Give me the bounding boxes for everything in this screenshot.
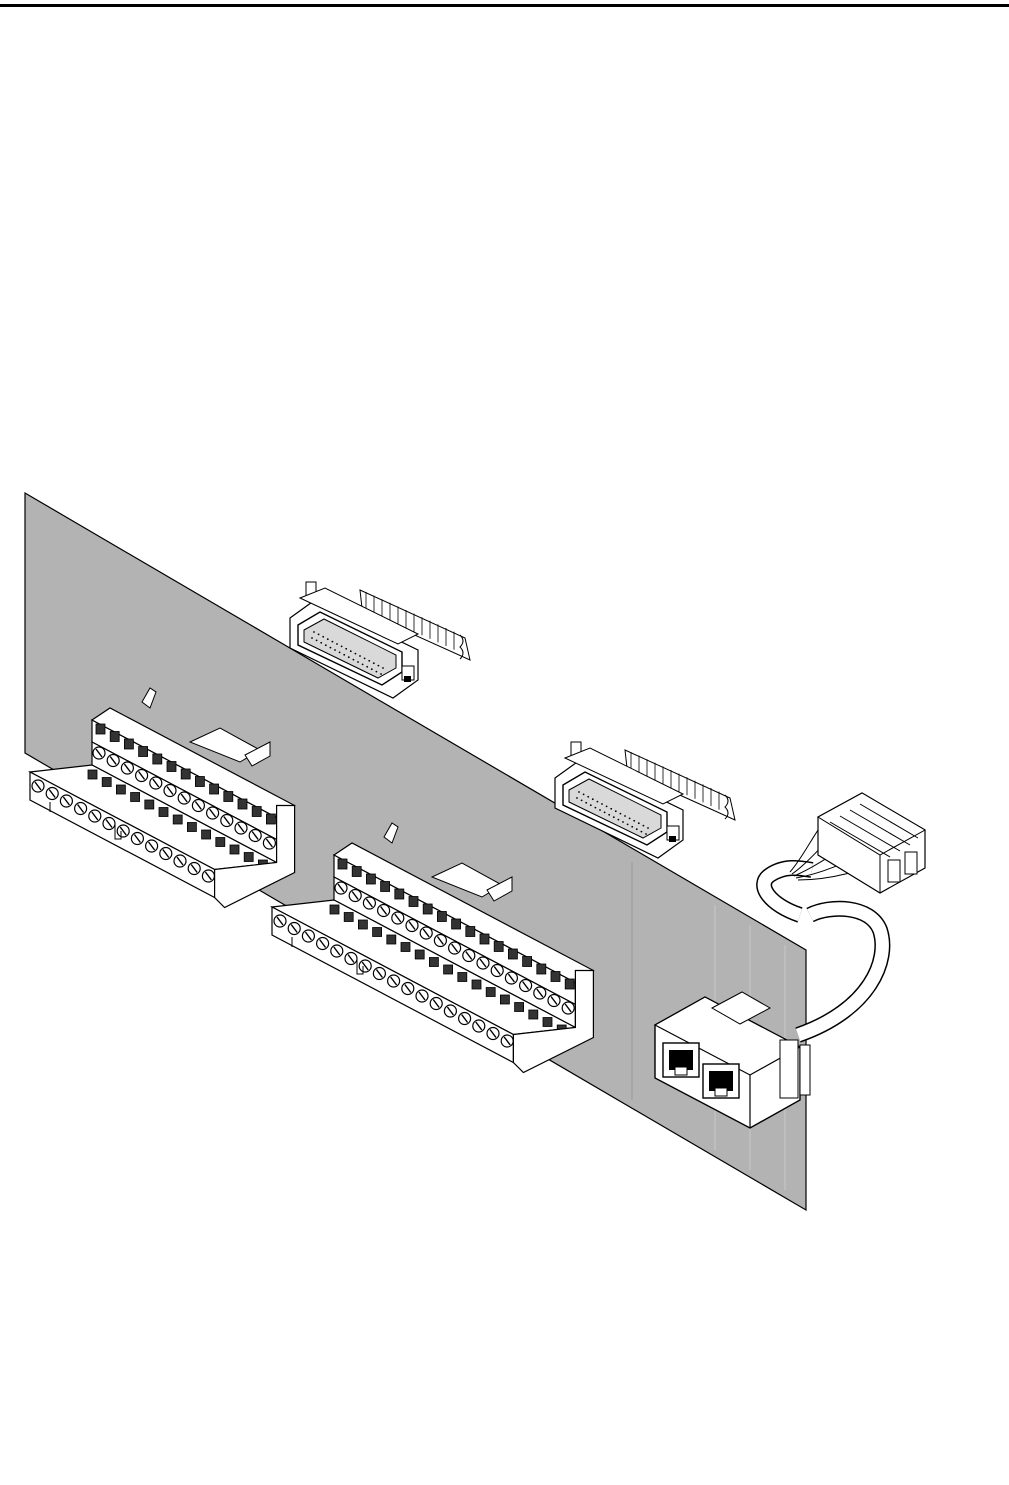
connector-illustration xyxy=(0,0,1009,1485)
